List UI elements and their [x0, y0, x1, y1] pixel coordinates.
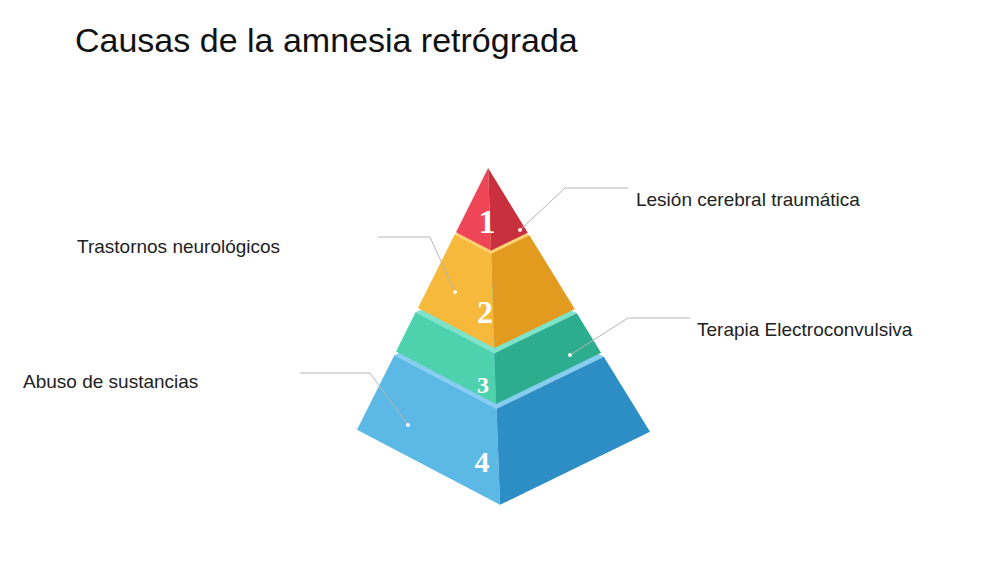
layer-number: 1 [478, 205, 495, 239]
leader-line [520, 188, 628, 230]
pyramid-layer: 1Lesión cerebral traumática [456, 168, 528, 251]
layer-label: Abuso de sustancias [23, 371, 198, 394]
layer-number: 2 [477, 296, 493, 328]
diagram-title: Causas de la amnesia retrógrada [75, 21, 578, 60]
layer-number: 4 [475, 447, 490, 477]
layer-label: Lesión cerebral traumática [636, 189, 860, 212]
layer-left-face [357, 355, 500, 505]
layer-right-face [497, 357, 650, 505]
layer-label: Terapia Electroconvulsiva [697, 319, 912, 342]
layer-label: Trastornos neurológicos [77, 236, 280, 259]
layer-number: 3 [477, 373, 489, 397]
